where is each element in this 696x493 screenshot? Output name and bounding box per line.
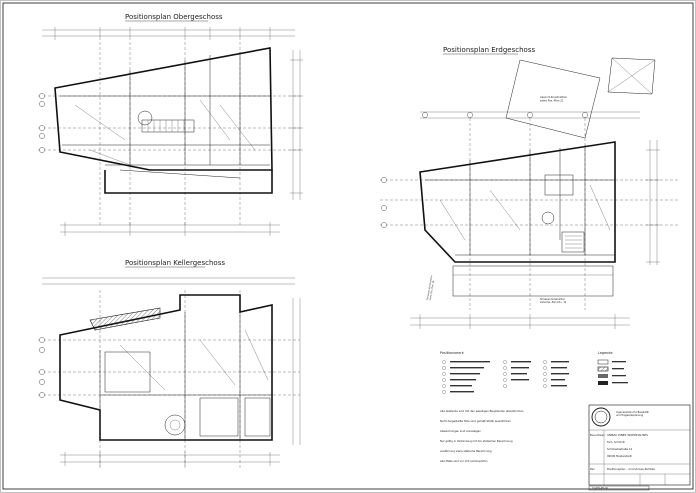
plan-name: Positionsplan – Grundrisse Rohbau <box>607 467 655 471</box>
note-1: Alle Abstände sind mit den jeweiligen Ba… <box>440 409 524 413</box>
project-city: 00000 Musterstadt <box>607 454 632 458</box>
plan-label: Plan: <box>590 468 596 471</box>
project-name: UMBAU EINES WOHNHAUSES <box>607 433 648 437</box>
note-3: Abweichungen sind anzuzeigen <box>440 429 481 433</box>
note-2: Nicht dargestellte Teile sind gemäß Stat… <box>440 419 511 423</box>
legend-title-right: Legende <box>598 351 613 355</box>
note-6: Alle Maße sind vor Ort nachzuprüfen <box>440 459 488 463</box>
legend-block: Positionsmerk Legende <box>440 351 628 394</box>
office-logo <box>591 407 611 427</box>
note-5: Ausführung siehe statische Berechnung <box>440 449 492 453</box>
project-label: Bauvorhaben: <box>590 434 606 437</box>
plan-upper-floor: Positionsplan Obergeschoss <box>38 13 303 236</box>
title-upper-floor: Positionsplan Obergeschoss <box>125 13 223 21</box>
note-4: Nur gültig in Verbindung mit der statisc… <box>440 439 513 443</box>
notes-block: Alle Abstände sind mit den jeweiligen Ba… <box>440 409 524 463</box>
title-basement: Positionsplan Kellergeschoss <box>125 259 225 267</box>
project-owner: Fam. Schmidt <box>607 440 625 444</box>
terrasse-note-left: Terrassen-Konstruktionsiehe Pos.-Plan 19 <box>426 274 436 300</box>
legend-title-left: Positionsmerk <box>440 351 464 355</box>
title-ground-floor: Positionsplan Erdgeschoss <box>443 46 535 54</box>
project-street: Schmiedestraße 14 <box>607 447 633 451</box>
footer-code: 01-POS-RB-GR <box>592 487 608 490</box>
plan-basement: Positionsplan Kellergeschoss <box>38 259 301 470</box>
plan-ground-floor: Positionsplan Erdgeschoss Carport-Konstr… <box>380 46 680 329</box>
